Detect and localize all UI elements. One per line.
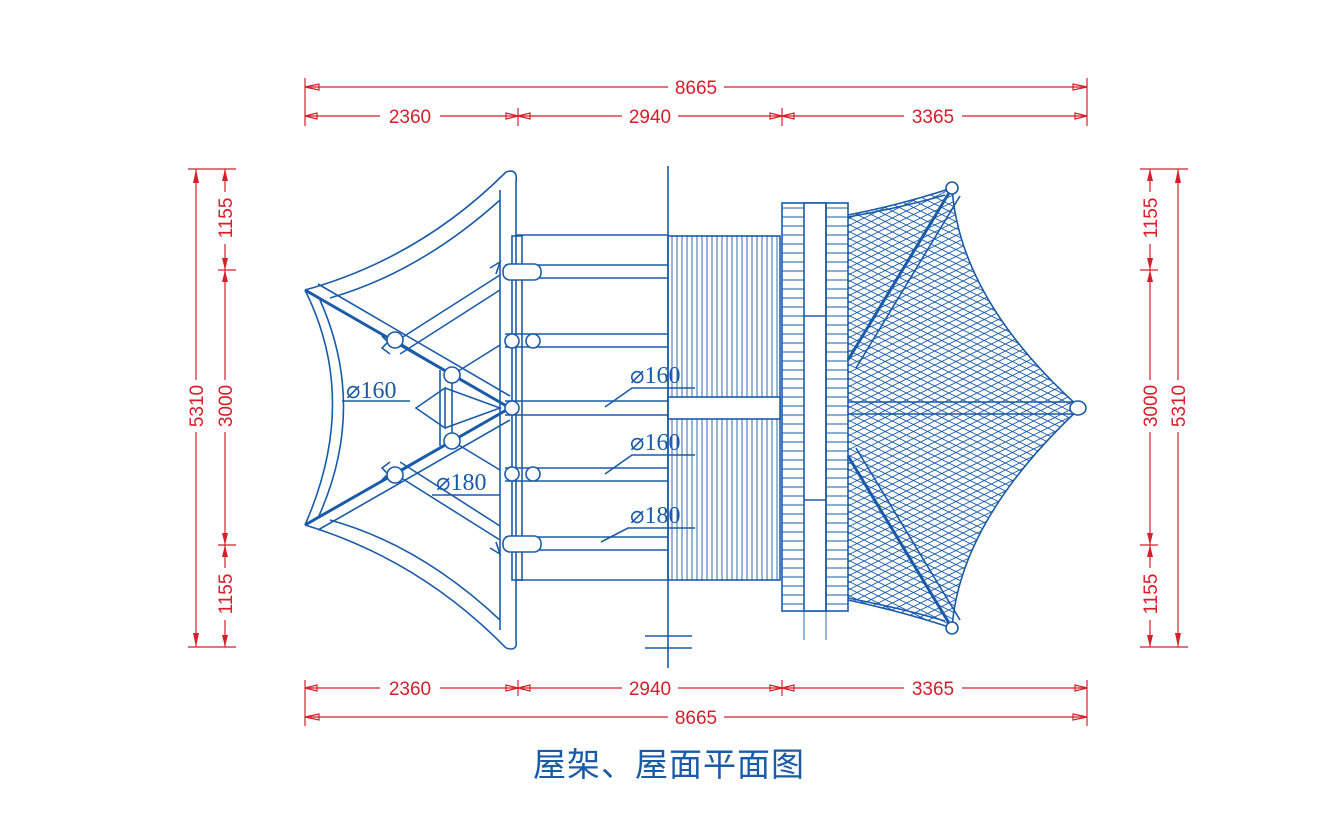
dim-top-total: 8665: [675, 78, 717, 99]
label-mid-180: ⌀180: [630, 503, 680, 529]
dim-left-total: 5310: [187, 385, 208, 427]
dimension-right: 3000 5310 1155 1155: [1140, 168, 1190, 648]
label-left-160: ⌀160: [346, 378, 396, 404]
dim-right-top: 1155: [1141, 198, 1162, 239]
middle-roof-plan: [645, 166, 849, 668]
drawing-title: 屋架、屋面平面图: [533, 745, 805, 784]
dim-left-middle: 3000: [216, 385, 237, 427]
dim-right-bottom: 1155: [1141, 574, 1162, 615]
dimension-bottom: 2360 2940 3365 8665: [304, 679, 1088, 729]
dim-top-segment-2: 2940: [629, 107, 671, 128]
label-left-180: ⌀180: [436, 470, 486, 496]
dim-bottom-total: 8665: [675, 708, 717, 729]
diameter-annotations: ⌀160 ⌀180 ⌀160 ⌀160 ⌀180: [342, 363, 695, 543]
left-roof-framing: [304, 170, 668, 650]
dim-bottom-segment-2: 2940: [629, 679, 671, 700]
dimension-left: 5310 3000 1155 1155: [186, 168, 237, 648]
right-roof-plan: [846, 181, 1087, 635]
label-mid-160-upper: ⌀160: [630, 363, 680, 389]
dim-left-top: 1155: [216, 198, 237, 239]
dim-bottom-segment-3: 3365: [912, 679, 954, 700]
dimension-top: 8665 2360 2940 3365: [304, 78, 1088, 128]
dim-left-bottom: 1155: [216, 574, 237, 615]
dim-top-segment-3: 3365: [912, 107, 954, 128]
label-mid-160-lower: ⌀160: [630, 430, 680, 456]
dim-right-total: 5310: [1169, 385, 1190, 427]
dim-bottom-segment-1: 2360: [389, 679, 431, 700]
dim-top-segment-1: 2360: [389, 107, 431, 128]
dim-right-middle: 3000: [1141, 385, 1162, 427]
